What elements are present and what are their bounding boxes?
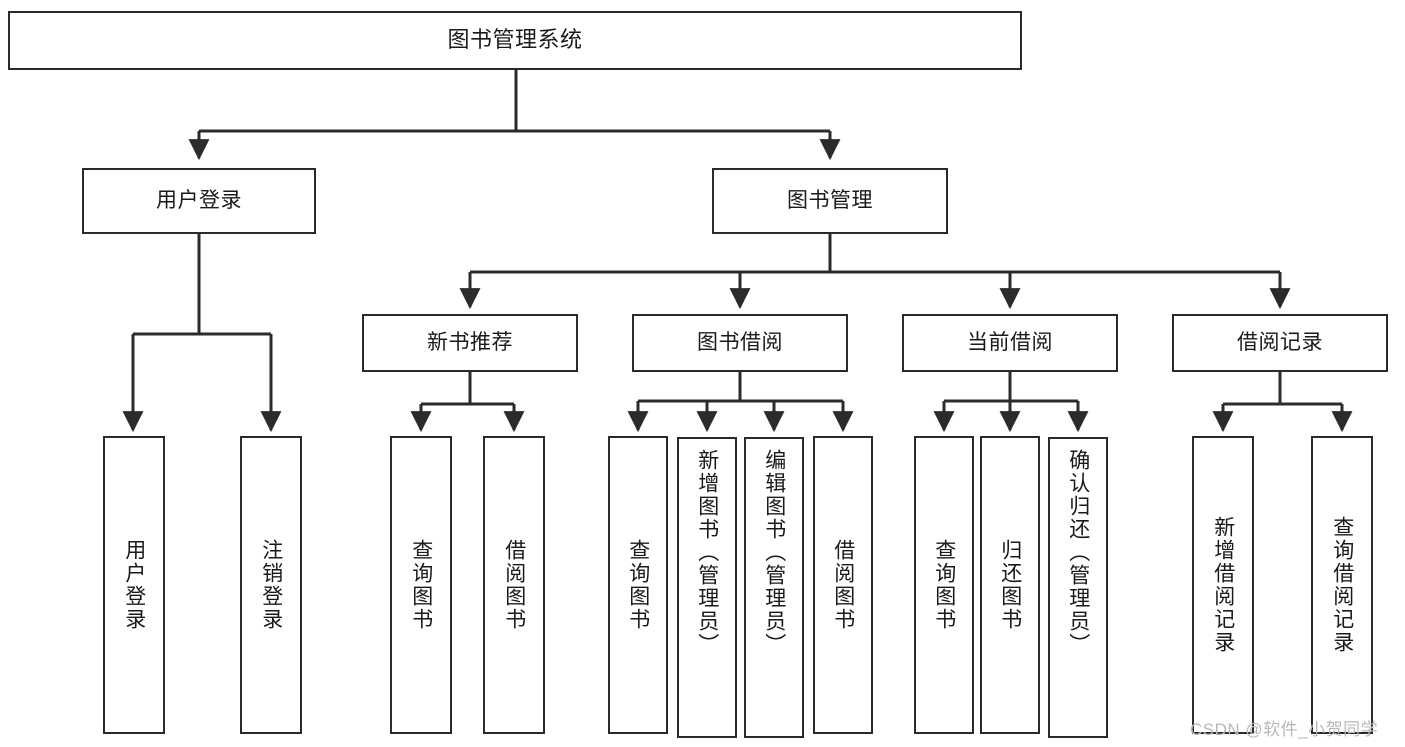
node-user-login[interactable]: 用户登录 <box>82 168 316 234</box>
node-label: 新增图书（管理员） <box>695 449 719 656</box>
leaf-borrow-book[interactable]: 借阅图书 <box>813 436 873 734</box>
leaf-query-book-borrow[interactable]: 查询图书 <box>608 436 668 734</box>
leaf-query-book-recommend[interactable]: 查询图书 <box>390 436 452 734</box>
node-label: 注销登录 <box>259 539 283 631</box>
node-borrow-records[interactable]: 借阅记录 <box>1172 314 1388 372</box>
node-label: 查询图书 <box>626 539 650 631</box>
node-label: 归还图书 <box>998 539 1022 631</box>
node-label: 查询图书 <box>932 539 956 631</box>
node-label: 图书管理系统 <box>447 27 583 53</box>
node-current-borrow[interactable]: 当前借阅 <box>902 314 1118 372</box>
node-new-book-recommend[interactable]: 新书推荐 <box>362 314 578 372</box>
leaf-query-book-current[interactable]: 查询图书 <box>914 436 974 734</box>
node-label: 新书推荐 <box>427 331 513 355</box>
leaf-add-book-admin[interactable]: 新增图书（管理员） <box>677 437 737 738</box>
leaf-add-borrow-record[interactable]: 新增借阅记录 <box>1192 436 1254 734</box>
node-label: 用户登录 <box>122 539 146 631</box>
node-label: 查询图书 <box>409 539 433 631</box>
leaf-logout-login[interactable]: 注销登录 <box>240 436 302 734</box>
leaf-confirm-return-admin[interactable]: 确认归还（管理员） <box>1048 437 1108 738</box>
node-book-management[interactable]: 图书管理 <box>712 168 948 234</box>
node-label: 借阅图书 <box>502 539 526 631</box>
leaf-borrow-book-recommend[interactable]: 借阅图书 <box>483 436 545 734</box>
watermark-text: CSDN @软件_小贺同学 <box>1190 720 1379 739</box>
node-label: 用户登录 <box>156 189 242 213</box>
node-label: 编辑图书（管理员） <box>762 449 786 656</box>
node-root-system[interactable]: 图书管理系统 <box>8 11 1022 70</box>
leaf-return-book[interactable]: 归还图书 <box>980 436 1040 734</box>
node-label: 查询借阅记录 <box>1330 516 1354 654</box>
node-label: 图书管理 <box>787 189 873 213</box>
node-label: 借阅记录 <box>1237 331 1323 355</box>
node-label: 借阅图书 <box>831 539 855 631</box>
node-book-borrow[interactable]: 图书借阅 <box>632 314 848 372</box>
node-label: 确认归还（管理员） <box>1066 449 1090 656</box>
leaf-edit-book-admin[interactable]: 编辑图书（管理员） <box>744 437 804 738</box>
node-label: 新增借阅记录 <box>1211 516 1235 654</box>
node-label: 图书借阅 <box>697 331 783 355</box>
node-label: 当前借阅 <box>967 331 1053 355</box>
leaf-user-login[interactable]: 用户登录 <box>103 436 165 734</box>
leaf-query-borrow-record[interactable]: 查询借阅记录 <box>1311 436 1373 734</box>
